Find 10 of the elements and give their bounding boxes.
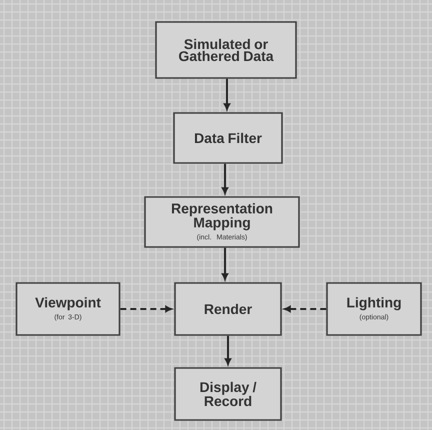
process-box: Simulated or Gathered Data: [155, 21, 297, 79]
arrow: [284, 306, 326, 312]
process-box: Data Filter: [173, 112, 283, 164]
arrow: [120, 306, 172, 312]
arrow: [222, 164, 228, 194]
process-box: Display / Record: [174, 367, 282, 421]
process-box: Render: [174, 282, 282, 336]
arrow: [222, 248, 228, 280]
arrow: [224, 78, 230, 110]
arrow: [224, 336, 232, 365]
